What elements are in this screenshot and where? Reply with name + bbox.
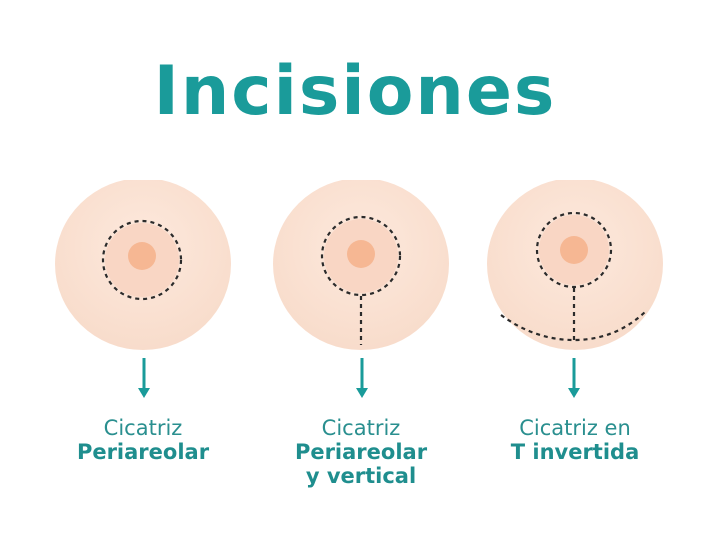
breast-diagram-periareolar-vertical	[259, 180, 459, 355]
label-line2: Periareolar	[294, 440, 428, 464]
breast-diagram-periareolar	[43, 180, 243, 355]
label-line1: Cicatriz	[103, 416, 183, 440]
arrow-down-icon	[356, 358, 368, 398]
page-title: Incisiones	[153, 52, 557, 131]
arrow-down-icon	[568, 358, 580, 398]
label-line2: T invertida	[510, 440, 640, 464]
label-inverted-t: Cicatriz en T invertida	[465, 416, 685, 464]
label-line1: Cicatriz en	[519, 416, 631, 440]
label-line1: Cicatriz	[321, 416, 401, 440]
label-periareolar: Cicatriz Periareolar	[33, 416, 253, 464]
arrow-down-icon	[138, 358, 150, 398]
label-periareolar-vertical: Cicatriz Periareolar y vertical	[251, 416, 471, 488]
label-line3: y vertical	[305, 464, 417, 488]
label-line2: Periareolar	[76, 440, 210, 464]
breast-diagram-inverted-t	[475, 180, 675, 355]
